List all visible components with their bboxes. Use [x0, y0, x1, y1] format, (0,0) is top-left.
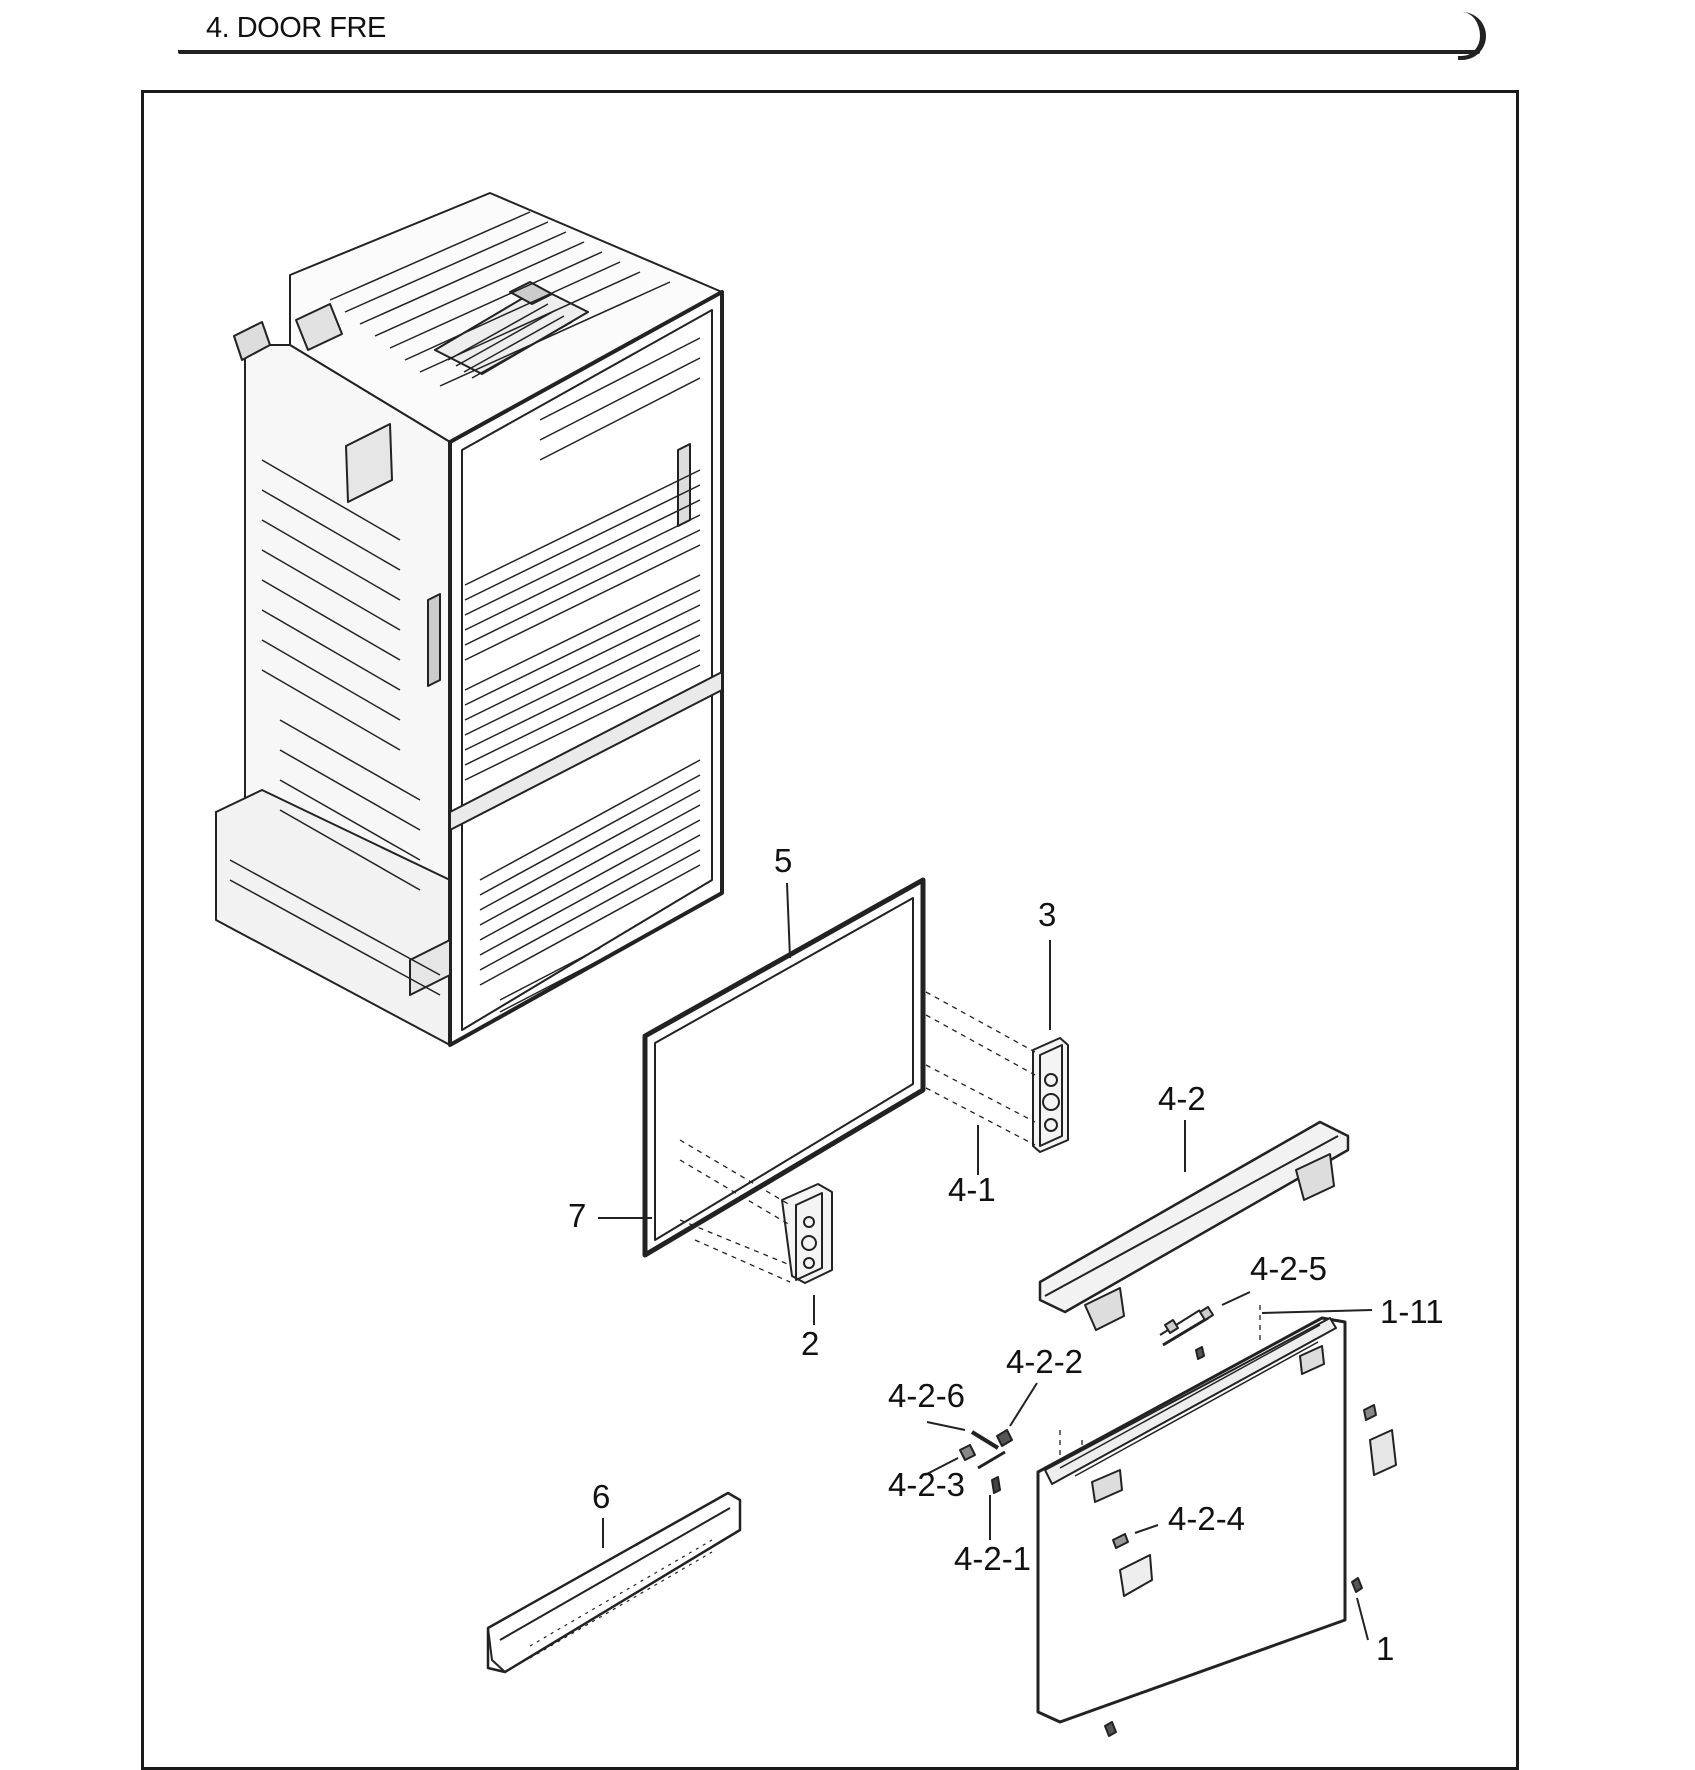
door-gasket — [642, 877, 926, 1258]
cabinet-interior-ribs — [464, 337, 701, 1013]
callout-1-11: 1-11 — [1380, 1293, 1444, 1330]
callout-6: 6 — [592, 1478, 610, 1515]
handle-pin — [991, 1476, 1001, 1494]
cabinet-top-ribs — [329, 211, 671, 387]
callout-4-2-3: 4-2-3 — [888, 1466, 965, 1503]
freezer-door — [1036, 1316, 1347, 1724]
header-rule — [178, 50, 1480, 54]
handle-clip — [996, 1429, 1013, 1447]
section-title: 4. DOOR FRE — [206, 12, 386, 44]
handle-spring — [970, 1430, 1000, 1450]
callout-7: 7 — [568, 1197, 586, 1234]
callout-4-2-1: 4-2-1 — [954, 1540, 1031, 1577]
callout-1: 1 — [1376, 1630, 1394, 1667]
callout-3: 3 — [1038, 896, 1056, 933]
callout-4-2-6: 4-2-6 — [888, 1377, 965, 1414]
door-side-bracket — [1363, 1404, 1397, 1476]
callout-4-2: 4-2 — [1158, 1080, 1206, 1117]
door-screws — [1104, 1346, 1363, 1737]
handle-screw-set — [1159, 1306, 1214, 1347]
refrigerator-cabinet — [215, 192, 724, 1047]
callout-4-2-5: 4-2-5 — [1250, 1250, 1327, 1287]
callout-4-1: 4-1 — [948, 1171, 996, 1208]
door-basket — [486, 1491, 742, 1674]
callout-leaders — [598, 882, 1373, 1641]
callout-5: 5 — [774, 842, 792, 879]
door-hinge-left — [781, 1183, 833, 1284]
callout-4-2-4: 4-2-4 — [1168, 1500, 1245, 1537]
door-handle — [1038, 1120, 1350, 1331]
door-hinge-right — [1032, 1037, 1069, 1153]
callout-2: 2 — [801, 1325, 819, 1362]
door-stopper — [1112, 1533, 1129, 1549]
callout-4-2-2: 4-2-2 — [1006, 1343, 1083, 1380]
handle-holder — [959, 1444, 1006, 1470]
assembly-guide-lines — [679, 991, 1261, 1470]
section-header: 4. DOOR FRE — [178, 4, 1486, 60]
cabinet-side-ribs — [229, 459, 441, 996]
